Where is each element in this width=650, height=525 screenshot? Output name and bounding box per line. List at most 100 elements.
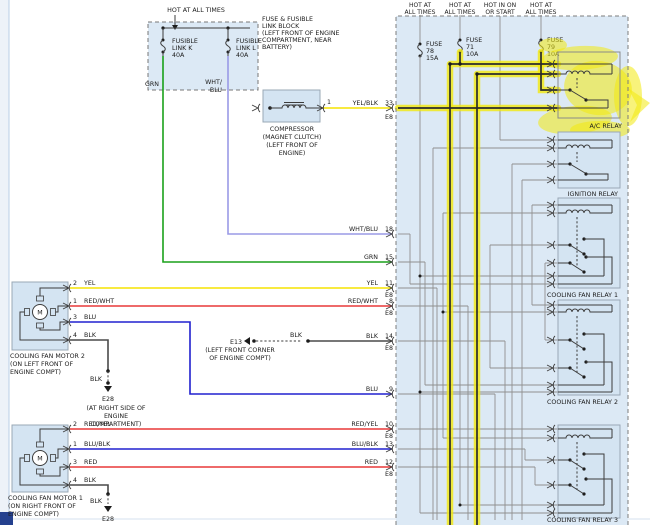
pin-wire: BLU/BLK	[84, 441, 111, 448]
left-wires: GRN WHT/ BLU	[70, 56, 392, 494]
link-l-line: 40A	[236, 52, 249, 59]
yel-blk-wire-number: 33	[385, 100, 393, 107]
fuse-block-title: COMPARTMENT, NEAR	[262, 37, 332, 44]
pin-wire: YEL	[83, 280, 96, 287]
blu-wire	[70, 321, 392, 395]
fuse-name: FUSE	[466, 37, 482, 44]
feed-label: OR START	[485, 9, 515, 16]
pin-number: 1	[73, 298, 77, 305]
fusible-link-l: FUSIBLE LINK L 40A	[225, 38, 262, 59]
fuse-amps: 15A	[426, 55, 439, 62]
entry-wire-label: GRN	[364, 254, 378, 261]
fuse-number: 78	[426, 48, 434, 55]
blk-wire-m2	[70, 339, 109, 371]
cf-relay-3-label: COOLING FAN RELAY 3	[547, 517, 618, 524]
entry-wire-label: BLU	[366, 386, 379, 393]
ground-location: (AT RIGHT SIDE OF	[86, 405, 145, 412]
ignition-relay-box	[557, 131, 621, 189]
cooling-fan-relay-3: COOLING FAN RELAY 3	[546, 424, 621, 524]
junction-block-border	[395, 15, 629, 525]
entry-wire-label: BLK	[366, 333, 379, 340]
entry-wire-label: WHT/BLU	[349, 226, 378, 233]
ac-relay: A/C RELAY	[546, 51, 623, 130]
entry-wire-label: RED/WHT	[348, 298, 378, 305]
entry-wire-number: 13	[385, 441, 393, 448]
motor-1-label: COOLING FAN MOTOR 1	[8, 495, 83, 502]
fuse-block-border	[147, 21, 259, 91]
cf-relay-2-label: COOLING FAN RELAY 2	[547, 399, 618, 406]
ground-arrow-icon	[244, 337, 250, 345]
entry-wire-label: RED	[365, 459, 378, 466]
entry-wire-label: YEL	[366, 280, 379, 287]
motor-1-label: ENGINE COMPT)	[8, 511, 59, 518]
compressor-box	[262, 89, 321, 123]
ground-wire-label: BLK	[90, 498, 103, 505]
blu-label: BLU	[210, 87, 223, 94]
ac-relay-label: A/C RELAY	[590, 123, 623, 130]
relay-coil	[558, 144, 612, 149]
relay-coil	[558, 308, 612, 313]
ac-relay-box	[557, 51, 621, 119]
compressor-label: COMPRESSOR	[270, 126, 315, 133]
feed-label: HOT AT	[449, 2, 471, 9]
fuse-block-title: (LEFT FRONT OF ENGINE	[262, 30, 340, 37]
yel-blk-conn-label: E8	[385, 114, 393, 121]
pin-number: 2	[73, 421, 77, 428]
entry-connectors: WHT/BLU 18 GRN 15 YEL 11 E8 RED/WHT 8 E8…	[348, 103, 395, 478]
ground-name: E13	[230, 339, 242, 346]
link-l-line: FUSIBLE	[236, 38, 262, 45]
entry-wire-label: BLU/BLK	[352, 441, 379, 448]
ground-wire-label: BLK	[290, 332, 303, 339]
pin-wire: BLU	[84, 314, 97, 321]
motor-1-label: (ON RIGHT FRONT OF	[8, 503, 76, 510]
cooling-fan-motor-2: M 2 YEL 1 RED/WHT 3 BLU 4 BLK COOLING FA…	[10, 280, 146, 428]
ground-arrow-icon	[104, 386, 112, 392]
ignition-relay: IGNITION RELAY	[546, 131, 621, 198]
grn-wire	[162, 56, 392, 263]
cooling-fan-relay-1: COOLING FAN RELAY 1	[546, 197, 621, 299]
cf-relay-2-box	[557, 299, 621, 396]
fuse-block-title: FUSE & FUSIBLE	[262, 16, 313, 23]
entry-conn-label: E8	[385, 471, 393, 478]
pin-wire: BLK	[84, 332, 97, 339]
entry-conn-label: E8	[385, 310, 393, 317]
link-k-line: LINK K	[172, 45, 193, 52]
cooling-fan-relay-2: COOLING FAN RELAY 2	[546, 299, 621, 406]
feed-label: HOT IN ON	[484, 2, 516, 9]
fuse-amps: 10A	[466, 51, 479, 58]
relay-switch-arm	[569, 163, 586, 174]
entry-wire-number: 15	[385, 254, 393, 261]
link-k-line: FUSIBLE	[172, 38, 198, 45]
feed-label: HOT AT	[409, 2, 431, 9]
motor-letter: M	[37, 456, 42, 463]
entry-conn-label: E8	[385, 345, 393, 352]
ground-location: COMPARTMENT)	[91, 421, 142, 428]
pin-number: 4	[73, 332, 77, 339]
link-k-line: 40A	[172, 52, 185, 59]
entry-wire-number: 12	[385, 459, 393, 466]
internal-wiring	[398, 16, 558, 520]
pin-number: 1	[73, 441, 77, 448]
compressor: 1 COMPRESSOR (MAGNET CLUTCH) (LEFT FRONT…	[251, 89, 393, 157]
pin-number: 4	[73, 477, 77, 484]
fuse-block-title: LINK BLOCK	[262, 23, 300, 30]
entry-wire-label: RED/YEL	[351, 421, 378, 428]
motor-symbol	[32, 304, 48, 320]
fuse-block: HOT AT ALL TIMES FUSIBLE LINK K 40A FUSI…	[147, 7, 340, 91]
relay-coil	[558, 434, 612, 439]
pin-number: 3	[73, 459, 77, 466]
compressor-label: (LEFT FRONT OF	[266, 142, 318, 149]
grn-label: GRN	[145, 81, 159, 88]
pin-wire: BLK	[84, 477, 97, 484]
hot-at-all-times-label: HOT AT ALL TIMES	[167, 7, 225, 14]
relay-coil	[558, 209, 612, 214]
entry-wire-number: 8	[389, 298, 393, 305]
feed-label: ALL TIMES	[405, 9, 436, 16]
viewer-left-strip	[0, 0, 9, 525]
ground-name: E28	[102, 516, 114, 523]
ground-location: (LEFT FRONT CORNER	[205, 347, 275, 354]
relay-switch-arm	[569, 89, 586, 100]
fuse-78: FUSE 78 15A	[417, 41, 442, 62]
motor-letter: M	[37, 310, 42, 317]
